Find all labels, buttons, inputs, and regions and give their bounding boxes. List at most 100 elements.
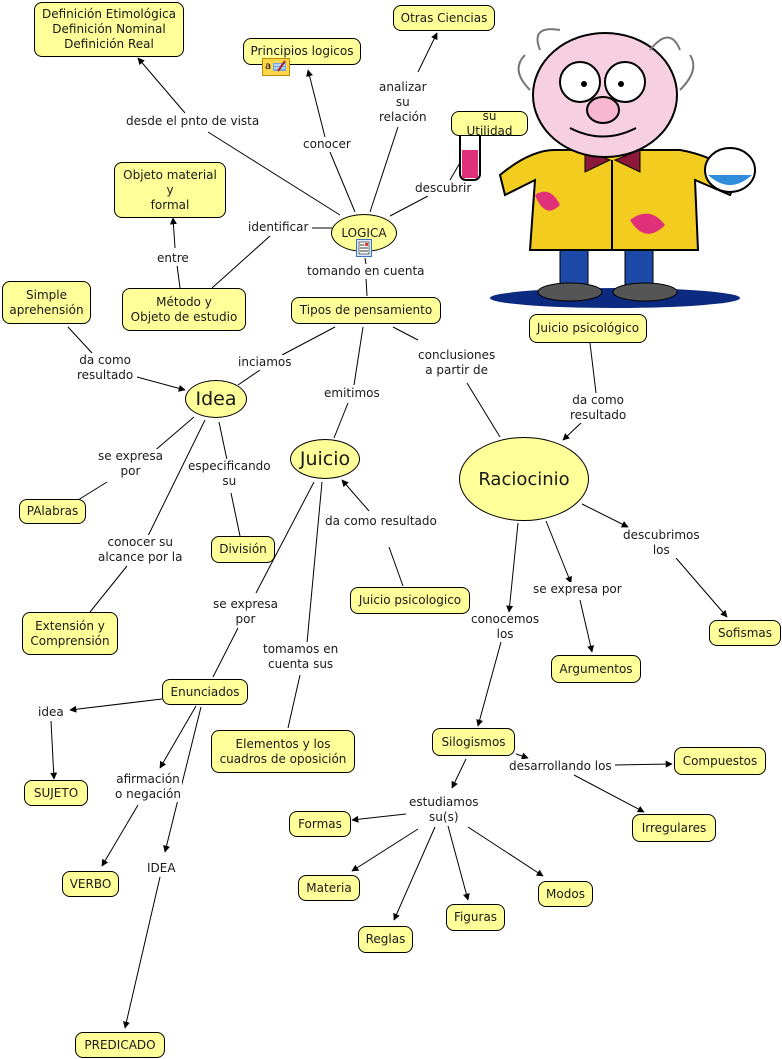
annotation-note-icon[interactable]: a xyxy=(262,58,290,76)
line-logica-desde xyxy=(207,131,341,216)
link-iniciamos: inciamos xyxy=(237,355,293,370)
line-simple-da xyxy=(67,326,93,354)
node-principios-logicos[interactable]: Principios logicos xyxy=(243,38,361,65)
node-elementos[interactable]: Elementos y los cuadros de oposición xyxy=(211,730,355,773)
node-sofismas[interactable]: Sofismas xyxy=(709,620,781,646)
line-metodo-entre xyxy=(176,264,181,289)
node-simple-aprehension[interactable]: Simple aprehensión xyxy=(2,281,91,324)
arrow-desarrollando-irregulares xyxy=(573,774,645,813)
node-metodo[interactable]: Método y Objeto de estudio xyxy=(122,288,246,331)
link-da-como-resultado-3: da como resultado xyxy=(324,514,438,529)
arrow-conocer-principios xyxy=(306,69,326,138)
arrow-desarrollando-compuestos xyxy=(614,760,673,768)
node-definiciones[interactable]: Definición Etimológica Definición Nomina… xyxy=(34,2,184,57)
line-tipos-iniciamos xyxy=(281,326,336,356)
node-idea[interactable]: Idea xyxy=(185,380,247,418)
link-entre: entre xyxy=(156,251,190,266)
arrow-analizar-otras xyxy=(417,32,438,73)
link-conocer-alcance: conocer su alcance por la xyxy=(97,535,184,565)
link-afirmacion: afirmación o negación xyxy=(114,772,182,802)
node-silogismos[interactable]: Silogismos xyxy=(432,728,515,756)
arrow-estudiamos-materia xyxy=(351,828,419,872)
arrow-estudiamos-figuras xyxy=(447,825,470,901)
node-materia[interactable]: Materia xyxy=(298,875,360,901)
line-idea-seexpresa xyxy=(151,416,195,454)
node-compuestos[interactable]: Compuestos xyxy=(674,747,766,775)
node-juicio-psicologico[interactable]: Juicio psicologico xyxy=(350,587,470,614)
arrow-enunciados-afirmacion xyxy=(159,705,197,769)
node-division[interactable]: División xyxy=(211,536,275,563)
arrow-desde-definiciones xyxy=(137,57,186,114)
node-raciocinio[interactable]: Raciocinio xyxy=(459,437,589,521)
node-figuras[interactable]: Figuras xyxy=(446,904,505,931)
line-iniciamos-idea xyxy=(237,369,261,386)
arrow-idea-sujeto xyxy=(50,720,58,780)
line-emitimos-juicio xyxy=(333,402,349,439)
line-idea-conocer xyxy=(145,419,206,541)
line-idea-especificando xyxy=(218,421,228,461)
resource-document-icon[interactable] xyxy=(356,239,372,257)
link-identificar: identificar xyxy=(247,220,310,235)
line-seexpresa-enunciados xyxy=(212,627,239,678)
node-enunciados[interactable]: Enunciados xyxy=(162,679,248,705)
link-especificando: especificando su xyxy=(187,459,272,489)
link-desarrollando: desarrollando los xyxy=(508,759,613,774)
link-da-como-resultado-2: da como resultado xyxy=(569,393,628,423)
node-reglas[interactable]: Reglas xyxy=(358,926,413,953)
node-sujeto[interactable]: SUJETO xyxy=(24,780,88,806)
arrow-da2-juicio xyxy=(341,479,370,512)
link-estudiamos: estudiamos su(s) xyxy=(408,795,480,825)
node-extension-comprension[interactable]: Extensión y Comprensión xyxy=(22,612,118,655)
node-otras-ciencias[interactable]: Otras Ciencias xyxy=(393,5,495,31)
node-modos[interactable]: Modos xyxy=(538,881,593,907)
node-su-utilidad[interactable]: su Utilidad xyxy=(451,109,528,138)
link-se-expresa-por-2: se expresa por xyxy=(532,582,623,597)
link-desde-punto: desde el pnto de vista xyxy=(125,114,261,129)
arrow-da-idea xyxy=(136,376,186,392)
arrow-da-raciocinio xyxy=(562,421,583,441)
line-logica-conocer xyxy=(329,151,356,213)
node-verbo[interactable]: VERBO xyxy=(62,871,119,897)
node-palabras[interactable]: PAlabras xyxy=(19,499,86,524)
arrow-enunciados-idea xyxy=(69,698,163,713)
line-conocer-extension xyxy=(89,565,128,613)
link-descubrimos: descubrimos los xyxy=(622,528,701,558)
node-predicado[interactable]: PREDICADO xyxy=(75,1032,165,1058)
line-logica-descubrir xyxy=(389,195,429,217)
link-descubrir: descubrir xyxy=(414,181,473,196)
node-argumentos[interactable]: Argumentos xyxy=(551,655,641,683)
arrow-silogismos-estudiamos xyxy=(451,758,467,789)
line-conclusiones-raciocinio xyxy=(466,382,501,438)
link-conocer: conocer xyxy=(302,137,352,152)
node-juicio[interactable]: Juicio xyxy=(290,439,360,479)
link-emitimos: emitimos xyxy=(323,386,381,401)
link-tomando-cuenta: tomando en cuenta xyxy=(306,264,426,279)
arrow-raciocinio-descubrimos xyxy=(581,503,629,528)
arrow-idea2-predicado xyxy=(123,876,161,1029)
node-irregulares[interactable]: Irregulares xyxy=(632,814,716,842)
link-idea-caps: IDEA xyxy=(146,861,177,876)
line-tomando-tipos xyxy=(365,277,368,297)
scientist-illustration xyxy=(459,28,756,308)
arrow-estudiamos-reglas xyxy=(393,826,436,921)
line-tipos-emitimos xyxy=(353,326,364,386)
node-tipos-pensamiento[interactable]: Tipos de pensamiento xyxy=(291,297,441,324)
line-tomamos-elementos xyxy=(287,674,301,729)
link-se-expresa-por-3: se expresa por xyxy=(212,597,279,627)
arrow-estudiamos-modos xyxy=(467,826,544,877)
link-idea: idea xyxy=(37,705,65,720)
node-objeto-material[interactable]: Objeto material y formal xyxy=(114,162,226,218)
arrow-raciocinio-seexpresa xyxy=(545,520,572,584)
node-juicio-psicologico-top[interactable]: Juicio psicológico xyxy=(529,314,647,343)
line-jpsico-da2 xyxy=(388,546,404,587)
line-juicio-seexpresa xyxy=(255,481,315,594)
arrow-entre-objeto xyxy=(169,217,177,249)
arrow-afirmacion-verbo xyxy=(101,804,139,867)
arrow-seexpresa-argumentos xyxy=(579,599,594,653)
arrow-raciocinio-conocemos xyxy=(506,522,519,613)
line-juicio-tomamos xyxy=(306,481,323,644)
node-formas[interactable]: Formas xyxy=(289,811,351,837)
svg-text:a: a xyxy=(265,61,271,72)
line-especificando-division xyxy=(230,492,241,537)
